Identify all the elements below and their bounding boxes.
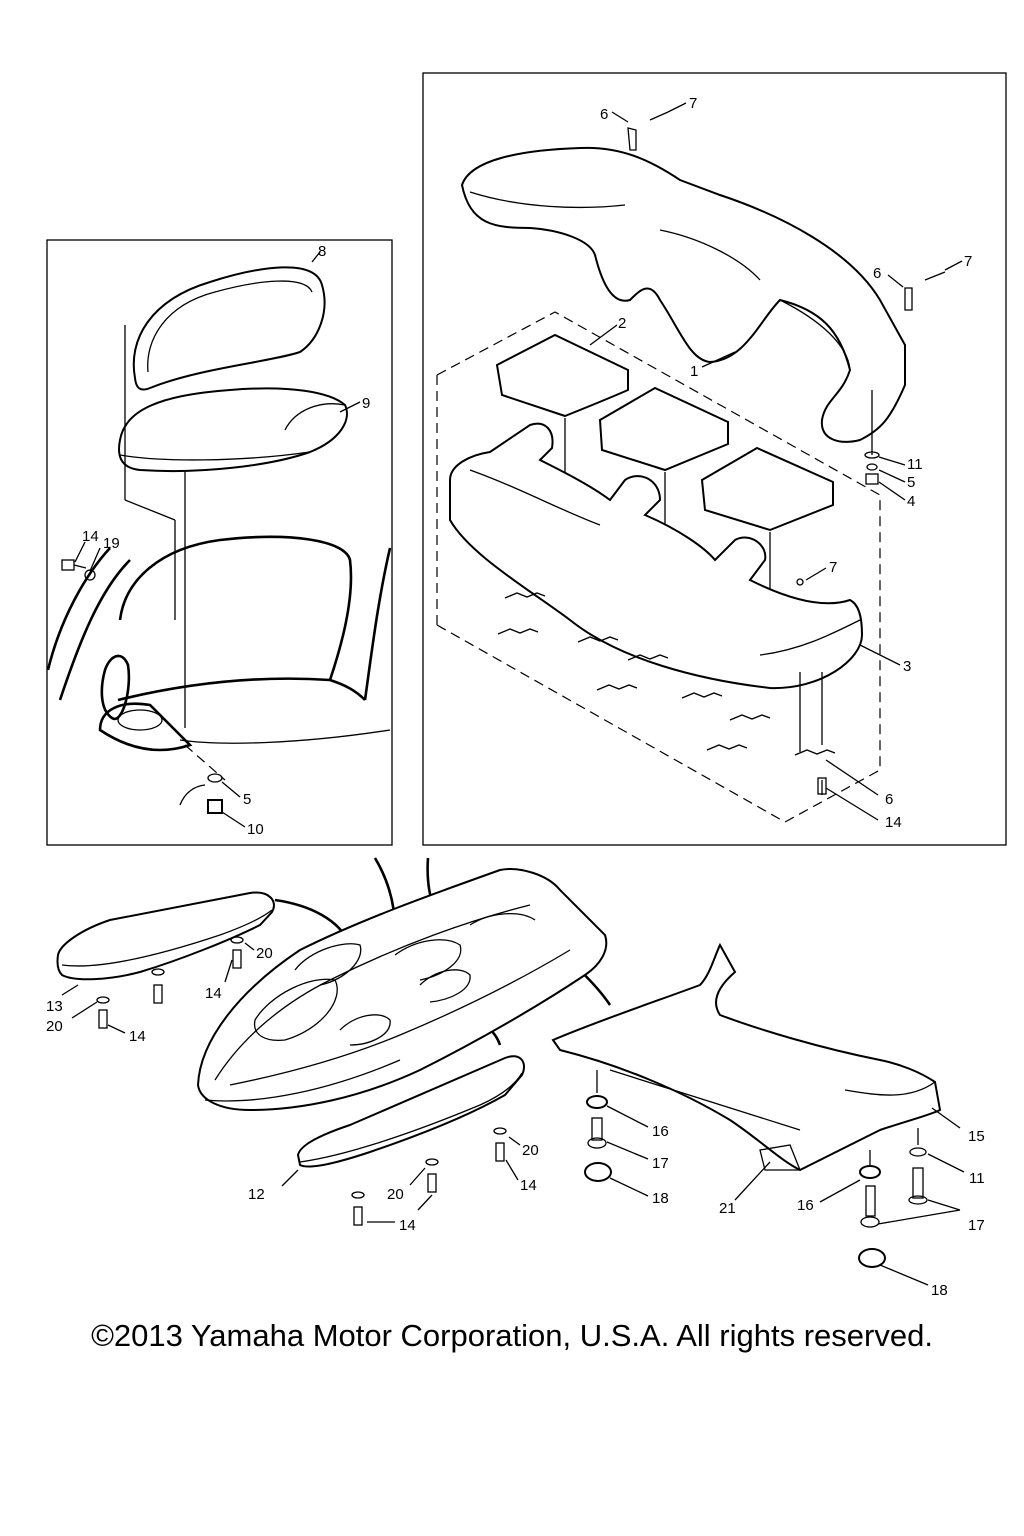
callout-5: 5: [243, 791, 251, 808]
parts-diagram: 8 9 14 19 5 10 6 7 6 7 2 1 11 5 4 7 3 6 …: [46, 72, 1007, 1299]
callout-1: 1: [690, 363, 698, 380]
callout-14: 14: [205, 985, 222, 1002]
callout-5: 5: [907, 474, 915, 491]
callout-2: 2: [618, 315, 626, 332]
callout-14: 14: [885, 814, 902, 831]
mounting-brackets: [497, 592, 836, 756]
callout-6: 6: [885, 791, 893, 808]
callout-6: 6: [600, 106, 608, 123]
seat-cushion: [118, 387, 348, 472]
bench-cushion-1: [495, 333, 629, 418]
callout-18: 18: [931, 1282, 948, 1299]
callout-9: 9: [362, 395, 370, 412]
bench-cushion-3: [700, 446, 834, 532]
backrest-cushion: [132, 266, 326, 391]
copyright-notice: ©2013 Yamaha Motor Corporation, U.S.A. A…: [91, 1318, 933, 1353]
callout-18: 18: [652, 1190, 669, 1207]
callout-10: 10: [247, 821, 264, 838]
side-panel-13: [56, 891, 275, 981]
left-inset-frame: [46, 239, 393, 846]
rear-backrest: [460, 146, 906, 443]
callout-14: 14: [399, 1217, 416, 1234]
side-panel-12: [296, 1055, 525, 1168]
boat-hull: [196, 868, 608, 1112]
callout-11: 11: [969, 1170, 985, 1187]
callout-15: 15: [968, 1128, 985, 1145]
callout-6: 6: [873, 265, 881, 282]
engine-cover: [551, 942, 942, 1172]
callout-labels: 8 9 14 19 5 10 6 7 6 7 2 1 11 5 4 7 3 6 …: [46, 95, 985, 1299]
callout-17: 17: [652, 1155, 669, 1172]
callout-3: 3: [903, 658, 911, 675]
callout-21: 21: [719, 1200, 736, 1217]
callout-19: 19: [103, 535, 120, 552]
callout-17: 17: [968, 1217, 985, 1234]
callout-14: 14: [520, 1177, 537, 1194]
callout-12: 12: [248, 1186, 265, 1203]
callout-16: 16: [797, 1197, 814, 1214]
callout-8: 8: [318, 243, 326, 260]
callout-20: 20: [46, 1018, 63, 1035]
bench-cushion-2: [598, 386, 729, 472]
callout-14: 14: [129, 1028, 146, 1045]
callout-20: 20: [256, 945, 273, 962]
callout-13: 13: [46, 998, 63, 1015]
callout-4: 4: [907, 493, 915, 510]
callout-7: 7: [964, 253, 972, 270]
callout-20: 20: [522, 1142, 539, 1159]
bench-base: [449, 422, 864, 690]
callout-14: 14: [82, 528, 99, 545]
callout-20: 20: [387, 1186, 404, 1203]
bottom-fasteners: [96, 936, 928, 1268]
callout-11: 11: [907, 456, 923, 473]
right-inset-frame: [422, 72, 1007, 846]
callout-16: 16: [652, 1123, 669, 1140]
callout-7: 7: [829, 559, 837, 576]
nut-part: [207, 799, 223, 814]
callout-7: 7: [689, 95, 697, 112]
